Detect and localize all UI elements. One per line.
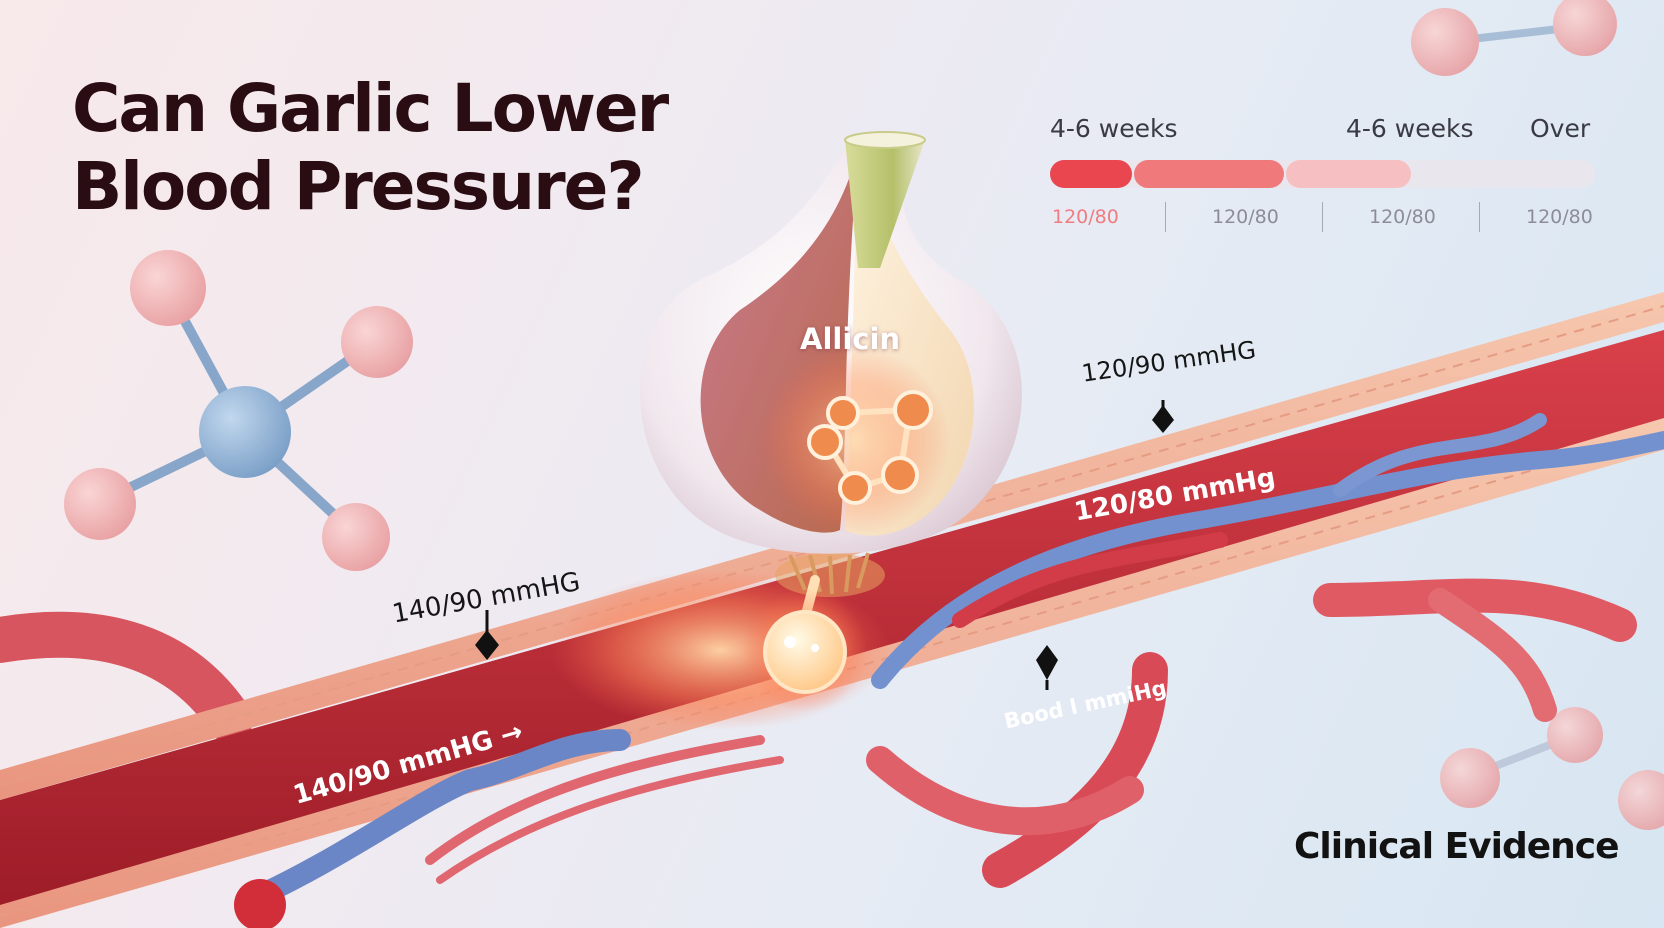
timeline-chart: 4-6 weeks 4-6 weeks Over 120/80 120/80 1… xyxy=(1040,110,1600,240)
timeline-tick xyxy=(1165,202,1166,232)
timeline-value: 120/80 xyxy=(1212,206,1279,228)
timeline-tick xyxy=(1322,202,1323,232)
timeline-segment-2 xyxy=(1134,160,1284,188)
timeline-label: 4-6 weeks xyxy=(1050,114,1178,143)
allicin-label: Allicin xyxy=(800,322,901,356)
timeline-value: 120/80 xyxy=(1526,206,1593,228)
timeline-value: 120/80 xyxy=(1369,206,1436,228)
timeline-segment-3 xyxy=(1286,160,1411,188)
timeline-label: 4-6 weeks xyxy=(1346,114,1474,143)
molecule-top-right-icon xyxy=(1411,0,1617,76)
timeline-segment-1 xyxy=(1050,160,1132,188)
timeline-value: 120/80 xyxy=(1052,206,1119,228)
branch-vessels xyxy=(0,578,1637,888)
clinical-evidence-label: Clinical Evidence xyxy=(1294,826,1620,867)
marker-pins xyxy=(475,400,1174,690)
molecule-left-icon xyxy=(64,250,413,571)
page-title: Can Garlic Lower Blood Pressure? xyxy=(72,70,669,226)
molecule-bottom-right-icon xyxy=(1440,707,1664,830)
timeline-track xyxy=(1050,160,1595,188)
timeline-tick xyxy=(1479,202,1480,232)
timeline-label: Over xyxy=(1530,114,1591,143)
title-line-2: Blood Pressure? xyxy=(72,148,645,225)
veins xyxy=(234,413,1664,928)
title-line-1: Can Garlic Lower xyxy=(72,70,669,147)
allicin-molecule-icon xyxy=(760,345,950,535)
allicin-droplet-icon xyxy=(743,575,867,712)
